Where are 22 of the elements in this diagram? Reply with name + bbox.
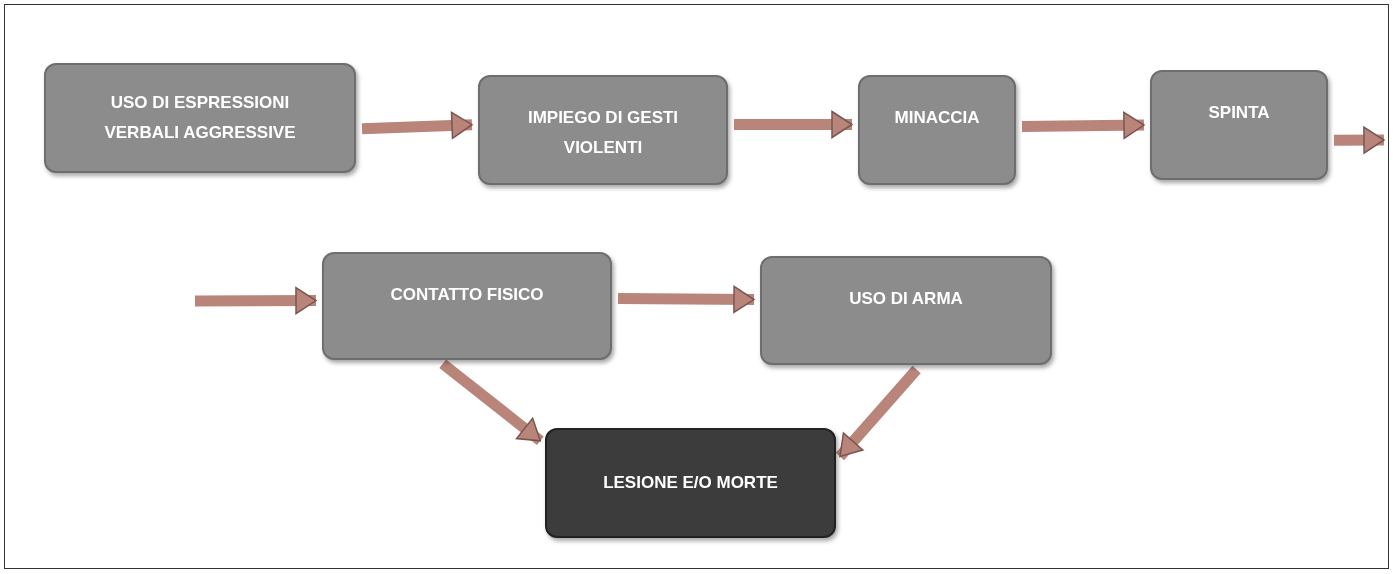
box-label: IMPIEGO DI GESTI VIOLENTI bbox=[526, 107, 680, 159]
process-box bbox=[44, 63, 356, 173]
process-box bbox=[1150, 70, 1328, 180]
arrow bbox=[1021, 111, 1145, 140]
arrow bbox=[195, 286, 317, 315]
box-label: SPINTA bbox=[1208, 102, 1270, 124]
process-box bbox=[858, 75, 1016, 185]
arrow bbox=[835, 365, 921, 461]
process-box bbox=[478, 75, 728, 185]
outcome-box bbox=[545, 428, 836, 538]
box-label: CONTATTO FISICO bbox=[390, 284, 544, 306]
arrow bbox=[361, 111, 473, 140]
arrow bbox=[439, 359, 544, 446]
arrow bbox=[1333, 126, 1385, 154]
box-label: USO DI ESPRESSIONI VERBALI AGGRESSIVE bbox=[103, 92, 297, 144]
arrow bbox=[734, 110, 853, 139]
box-label: USO DI ARMA bbox=[849, 288, 963, 310]
box-label: MINACCIA bbox=[894, 107, 980, 129]
arrow bbox=[617, 285, 755, 314]
process-box bbox=[760, 256, 1052, 365]
process-box bbox=[322, 252, 612, 360]
box-label: LESIONE E/O MORTE bbox=[603, 472, 778, 494]
